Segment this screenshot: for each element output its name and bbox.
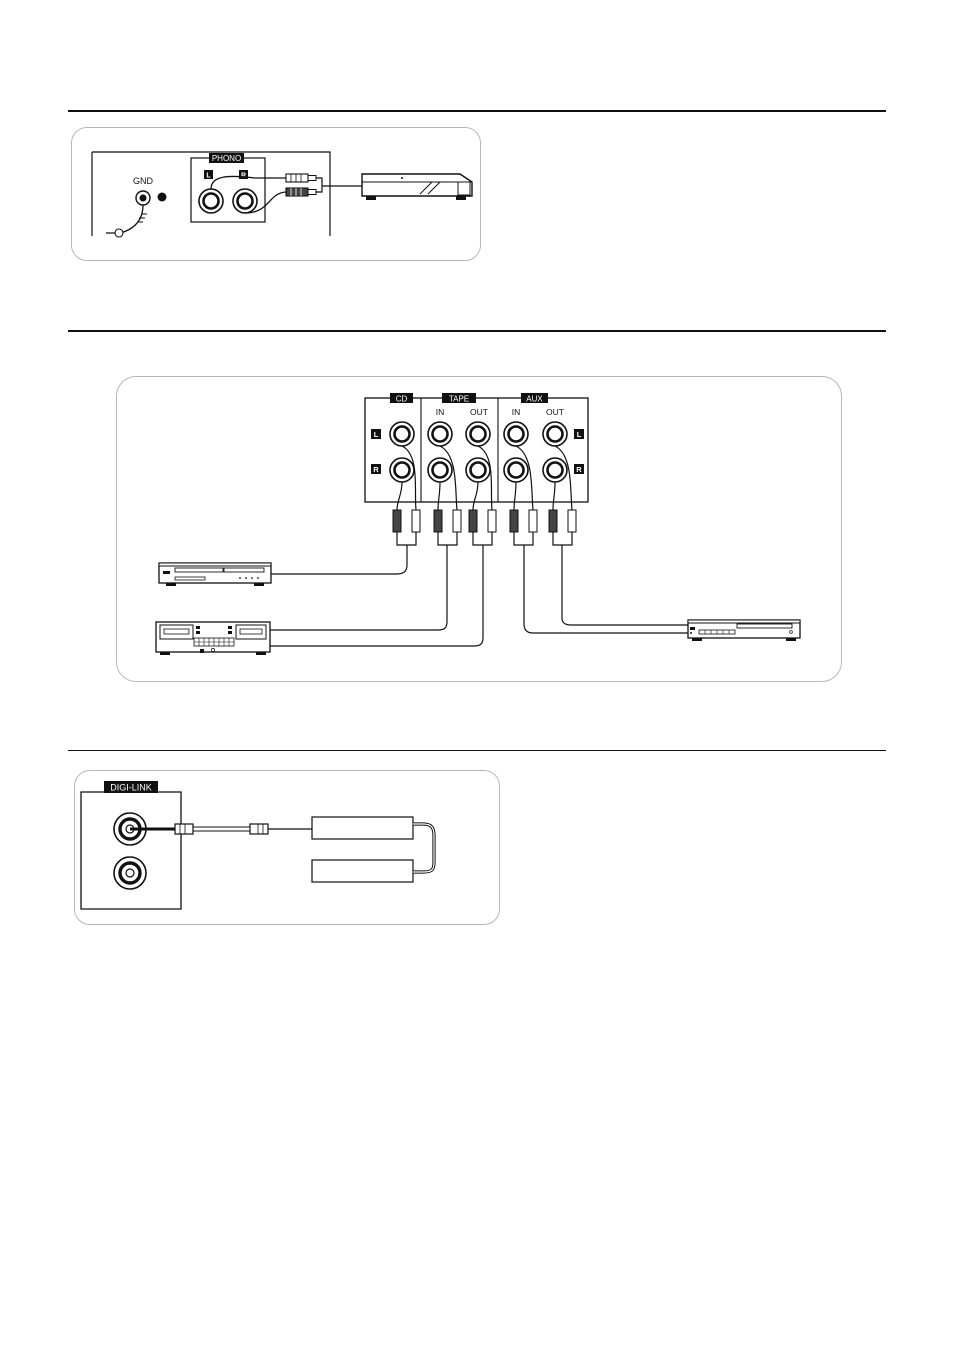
- digilink-jack-bottom[interactable]: [114, 857, 146, 889]
- digilink-device-link-cable-outer: [413, 824, 434, 872]
- digilink-label: DIGI-LINK: [110, 783, 152, 793]
- digilink-diagram: DIGI-LINK: [0, 0, 954, 960]
- digilink-device-top: [312, 817, 413, 839]
- digilink-plug-right: [250, 824, 268, 834]
- digilink-device-bottom: [312, 860, 413, 882]
- digilink-cable: [193, 827, 250, 831]
- digilink-device-link-cable-inner: [413, 824, 434, 872]
- digilink-rear-panel: [81, 792, 181, 909]
- digilink-plug-left: [175, 824, 193, 834]
